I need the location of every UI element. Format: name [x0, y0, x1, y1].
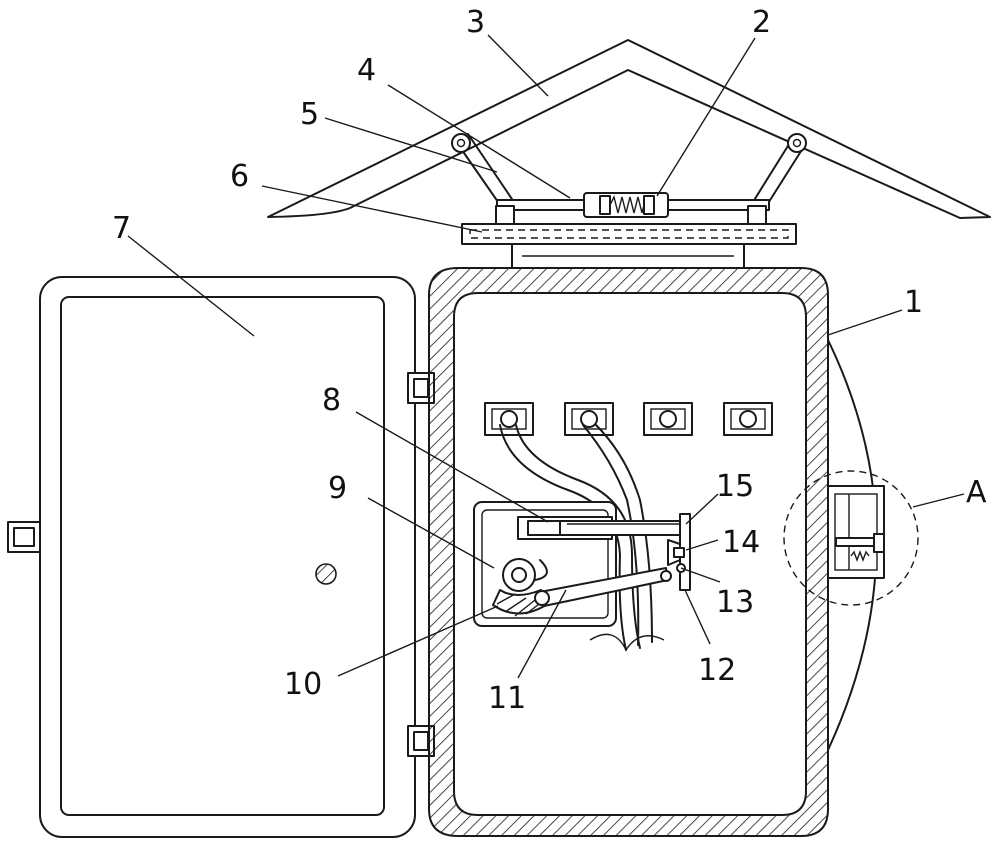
label-13: 13 [716, 585, 754, 620]
label-6: 6 [230, 159, 249, 194]
label-10: 10 [284, 667, 322, 702]
roof-canopy [267, 39, 991, 219]
support-arm-right [747, 133, 807, 217]
label-4: 4 [357, 53, 376, 88]
cabinet-door [7, 276, 416, 838]
detail-a-lock [783, 470, 919, 606]
base-plate [461, 223, 797, 269]
door-knob-icon [315, 563, 337, 585]
label-5: 5 [300, 97, 319, 132]
label-8: 8 [322, 383, 341, 418]
terminal-socket-3 [643, 402, 693, 436]
label-a: A [966, 475, 987, 510]
label-9: 9 [328, 471, 347, 506]
label-15: 15 [716, 469, 754, 504]
leader-lines [127, 34, 965, 679]
cam-segment [492, 589, 550, 617]
terminal-socket-2 [564, 402, 614, 436]
spring-assembly [583, 192, 669, 218]
label-12: 12 [698, 653, 736, 688]
label-2: 2 [752, 5, 771, 40]
cabinet-body [428, 267, 829, 837]
label-7: 7 [112, 211, 131, 246]
label-14: 14 [722, 525, 760, 560]
label-11: 11 [488, 681, 526, 716]
label-3: 3 [466, 5, 485, 40]
label-1: 1 [904, 285, 923, 320]
terminal-socket-4 [723, 402, 773, 436]
terminal-socket-1 [484, 402, 534, 436]
push-rod [517, 516, 685, 540]
cam-wheel [502, 558, 548, 592]
